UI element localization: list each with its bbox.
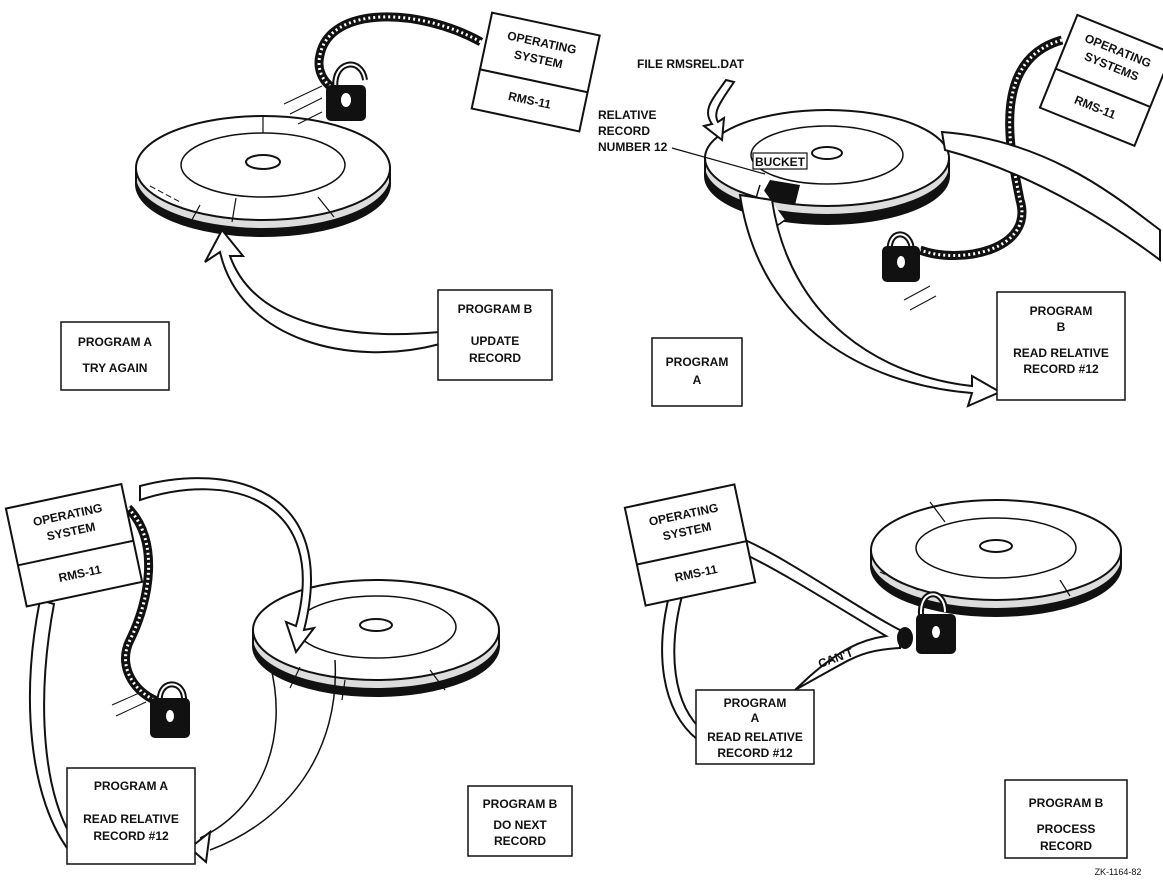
panel-top-right: OPERATING SYSTEMS RMS-11 FILE RMSREL.DAT… <box>598 13 1163 408</box>
panel-top-left: OPERATING SYSTEM RMS-11 PROGRAM A TRY AG… <box>60 11 601 391</box>
program-b-action: READ RELATIVE <box>1013 346 1109 360</box>
program-b-action-2: RECORD <box>469 351 521 365</box>
operating-system-box: OPERATING SYSTEM RMS-11 <box>623 483 757 607</box>
program-b-box: PROGRAM B DO NEXT RECORD <box>467 785 573 857</box>
operating-system-box: OPERATING SYSTEM RMS-11 <box>4 482 144 608</box>
program-a-box: PROGRAM A READ RELATIVE RECORD #12 <box>66 767 196 865</box>
program-a-action-2: RECORD #12 <box>93 829 169 843</box>
program-b-title: PROGRAM B <box>483 797 558 811</box>
panel-bottom-left: OPERATING SYSTEM RMS-11 PROGRAM A READ R… <box>4 477 573 865</box>
blocked-path <box>738 538 901 691</box>
program-b-action: PROCESS <box>1037 822 1096 836</box>
bucket-label: BUCKET <box>755 155 806 169</box>
program-a-title: PROGRAM <box>666 355 729 369</box>
file-name-label: FILE RMSREL.DAT <box>637 57 745 71</box>
relative-record-label-2: RECORD <box>598 124 650 138</box>
program-b-box: PROGRAM B UPDATE RECORD <box>437 289 553 381</box>
operating-system-box: OPERATING SYSTEM RMS-11 <box>470 11 601 133</box>
program-b-box: PROGRAM B READ RELATIVE RECORD #12 <box>996 291 1126 401</box>
disk-platter <box>704 109 950 231</box>
program-a-title: PROGRAM <box>724 696 787 710</box>
program-a-title: PROGRAM A <box>78 335 153 349</box>
program-b-action: DO NEXT <box>493 818 547 832</box>
program-a-action: READ RELATIVE <box>707 730 803 744</box>
program-a-box: PROGRAM A READ RELATIVE RECORD #12 <box>695 689 815 765</box>
padlock-icon <box>882 231 937 311</box>
file-arrow <box>701 78 736 142</box>
figure-id: ZK-1164-82 <box>1095 867 1142 877</box>
program-a-action: READ RELATIVE <box>83 812 179 826</box>
flow-arrow <box>139 477 317 655</box>
program-b-action: UPDATE <box>471 334 519 348</box>
program-a-box: PROGRAM A <box>651 337 743 407</box>
read-arrow <box>738 193 1003 408</box>
panel-bottom-right: CAN'T OPERATING SYSTEM RMS-11 PROGRAM A … <box>623 483 1128 859</box>
program-b-title: PROGRAM B <box>1029 796 1104 810</box>
padlock-icon <box>111 681 190 738</box>
program-b-action-2: RECORD <box>1040 839 1092 853</box>
program-b-title: PROGRAM B <box>458 302 533 316</box>
disk-platter <box>870 499 1122 617</box>
program-b-letter: B <box>1057 320 1066 334</box>
program-b-action-2: RECORD #12 <box>1023 362 1099 376</box>
chain <box>121 504 169 709</box>
pointer-line <box>671 147 766 175</box>
disk-platter <box>135 115 391 237</box>
program-b-title: PROGRAM <box>1030 304 1093 318</box>
disk-platter <box>252 579 500 701</box>
flow-arrow <box>204 228 441 354</box>
read-arrow <box>188 829 212 864</box>
relative-record-label-1: RELATIVE <box>598 108 656 122</box>
program-a-title: PROGRAM A <box>94 779 169 793</box>
program-a-box: PROGRAM A TRY AGAIN <box>60 321 170 391</box>
program-a-status: TRY AGAIN <box>83 361 148 375</box>
relative-record-label-3: NUMBER 12 <box>598 140 668 154</box>
program-a-letter: A <box>693 373 702 387</box>
padlock-icon <box>283 61 368 125</box>
padlock-icon <box>916 591 956 654</box>
operating-system-box: OPERATING SYSTEMS RMS-11 <box>1038 13 1163 148</box>
chain <box>314 12 484 95</box>
program-b-action-2: RECORD <box>494 834 546 848</box>
program-b-box: PROGRAM B PROCESS RECORD <box>1004 779 1128 859</box>
program-a-letter: A <box>751 711 760 725</box>
program-a-action-2: RECORD #12 <box>717 746 793 760</box>
bucket-tag <box>752 152 808 170</box>
